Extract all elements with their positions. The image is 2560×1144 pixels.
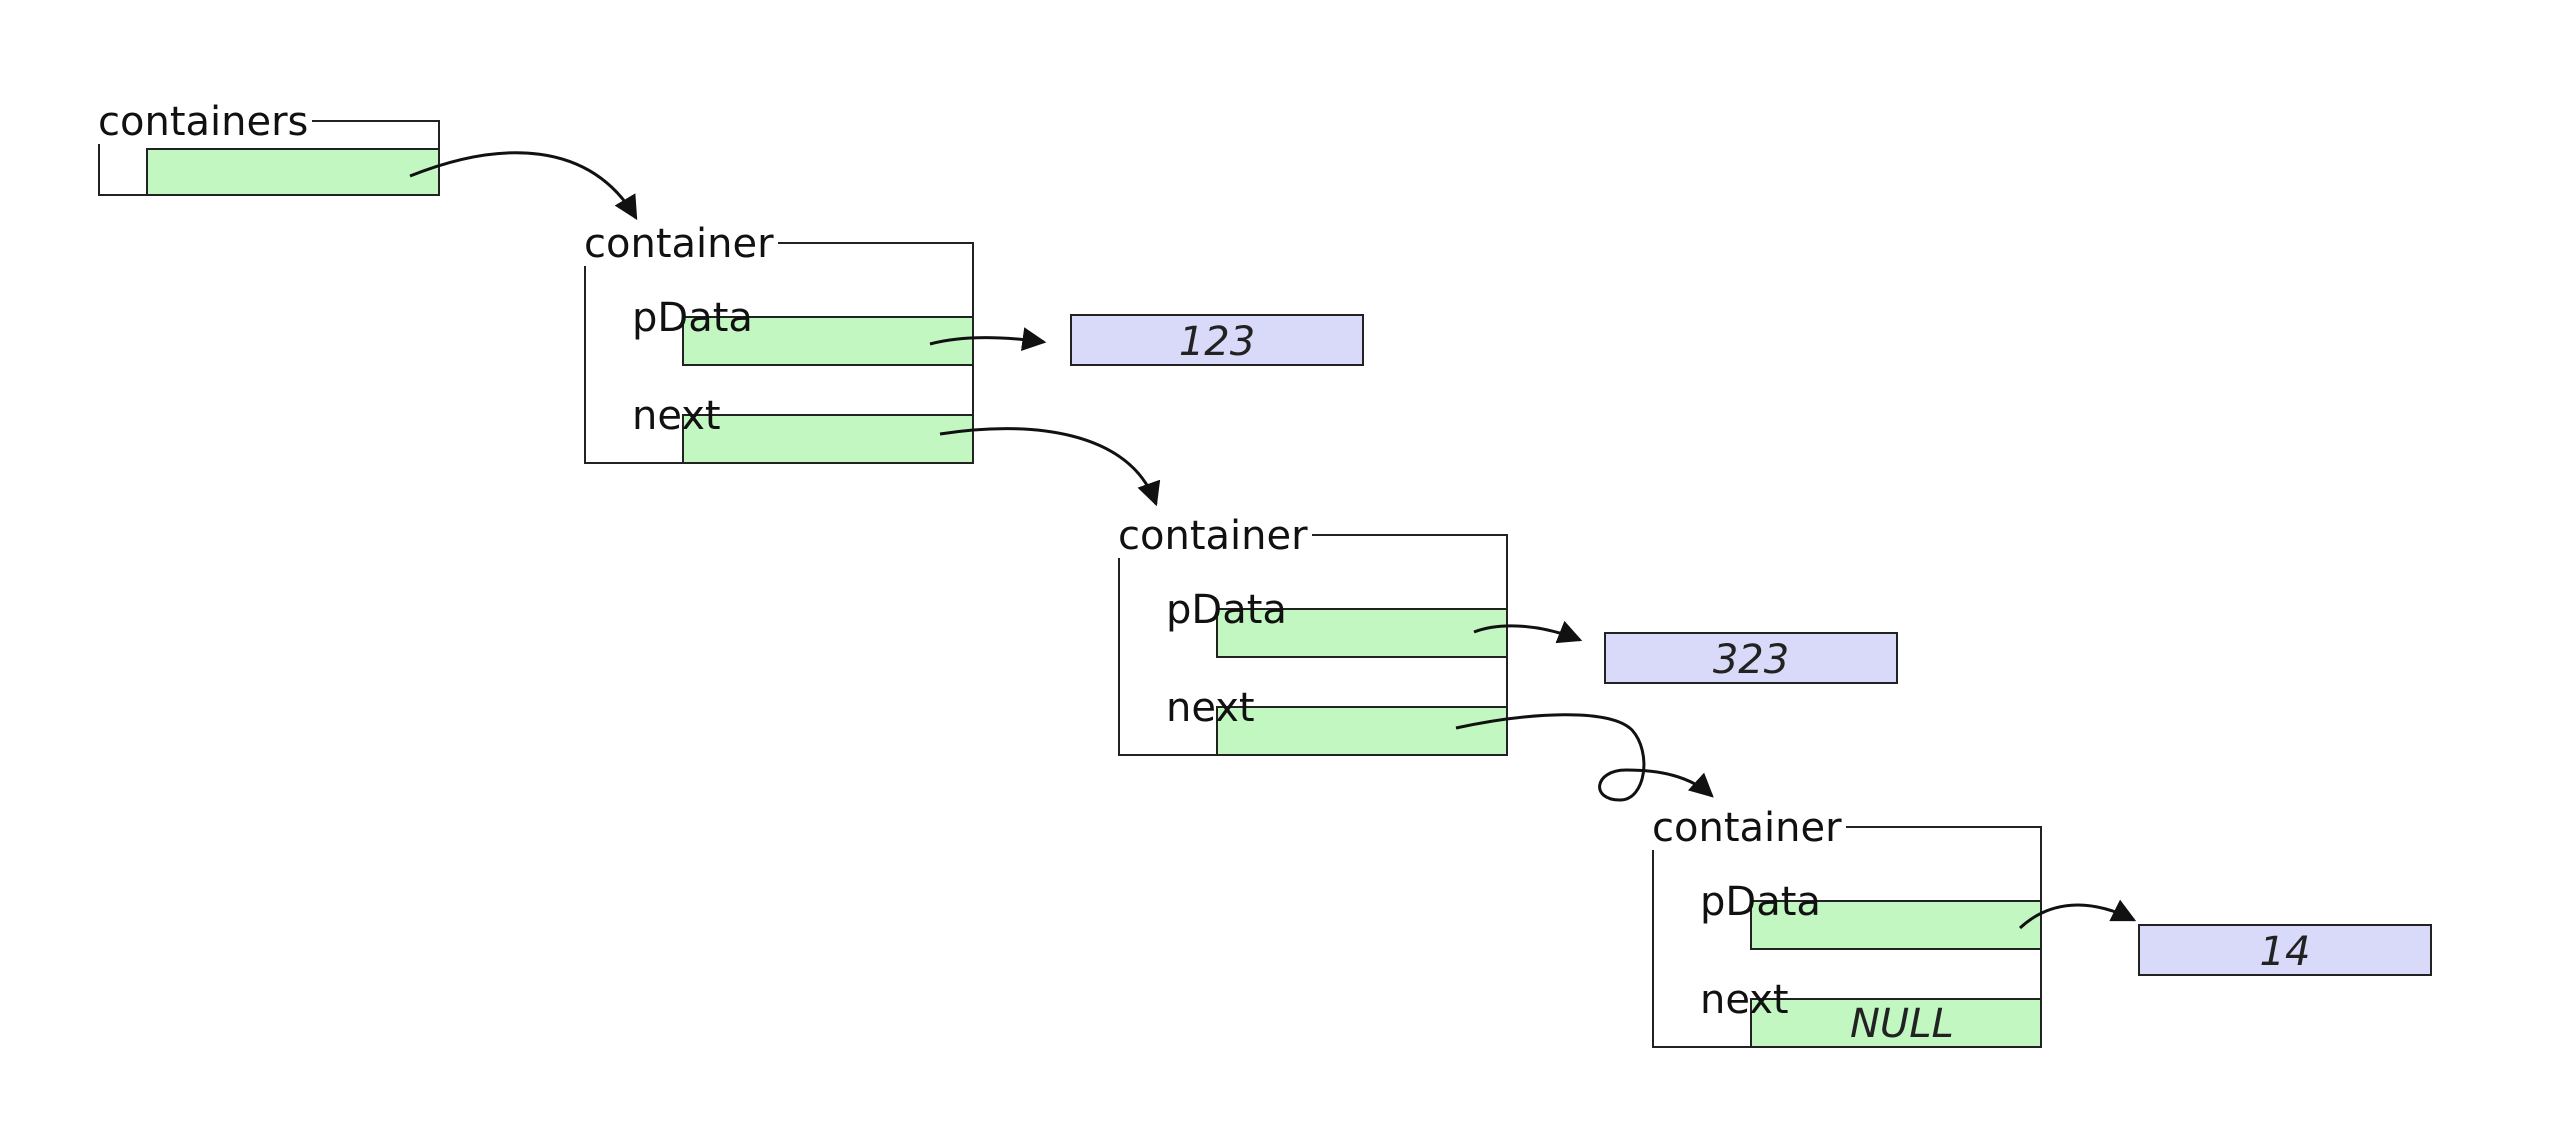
node-1-label: container [584,222,778,266]
arrow-head-to-node-1 [409,151,638,221]
head-pointer-field [146,148,440,196]
node-3-pdata-label: pData [1700,879,1821,925]
node-2-value-box: 323 [1604,632,1898,684]
arrow-node-2-pdata-to-value [1473,620,1583,644]
node-3-label: container [1652,806,1846,850]
node-3-next-null-text: NULL [1850,1001,1954,1047]
node-1-pdata-field [682,316,974,366]
node-1-pdata-label: pData [632,295,753,341]
arrow-node-1-pdata-to-value [929,327,1047,351]
node-3-next-label: next [1700,977,1789,1023]
node-2-pdata-label: pData [1166,587,1287,633]
node-1-next-label: next [632,393,721,439]
node-2-label: container [1118,514,1312,558]
node-3-value-box: 14 [2138,924,2432,976]
node-3-pdata-field [1750,900,2042,950]
arrow-node-3-pdata-to-value [2018,899,2137,930]
node-1-next-field [682,414,974,464]
node-2-pdata-field [1216,608,1508,658]
node-2-next-field [1216,706,1508,756]
arrow-node-2-next-to-node-3 [1455,713,1714,802]
head-label: containers [98,100,313,144]
node-1-value-box: 123 [1070,314,1364,366]
arrow-node-1-next-to-node-2 [939,427,1161,507]
node-2-next-label: next [1166,685,1255,731]
node-3-next-field [1750,998,2042,1048]
